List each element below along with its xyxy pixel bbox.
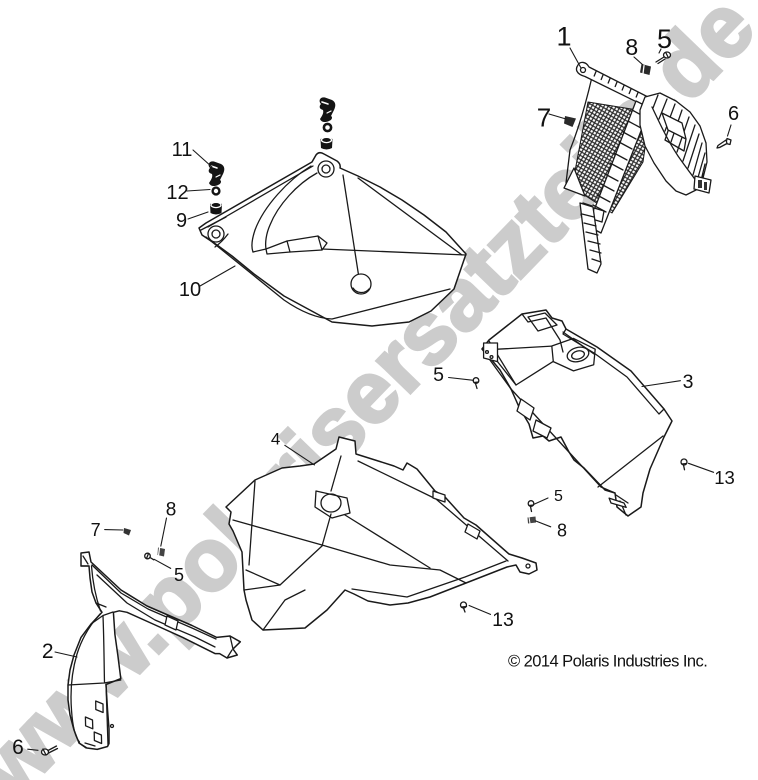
- svg-text:1: 1: [556, 22, 571, 52]
- svg-text:7: 7: [537, 103, 551, 133]
- svg-text:4: 4: [271, 430, 280, 449]
- svg-text:3: 3: [683, 371, 694, 393]
- svg-text:2: 2: [42, 640, 54, 663]
- svg-text:© 2014 Polaris Industries Inc.: © 2014 Polaris Industries Inc.: [508, 653, 707, 671]
- svg-text:5: 5: [657, 24, 672, 54]
- svg-text:8: 8: [557, 521, 567, 541]
- svg-text:5: 5: [554, 488, 563, 505]
- svg-text:8: 8: [625, 34, 638, 60]
- svg-text:13: 13: [492, 609, 514, 631]
- svg-text:10: 10: [179, 279, 201, 301]
- svg-text:5: 5: [433, 364, 444, 386]
- svg-text:13: 13: [714, 467, 735, 488]
- svg-text:6: 6: [728, 103, 739, 125]
- svg-text:8: 8: [166, 500, 177, 521]
- svg-text:9: 9: [176, 210, 187, 232]
- svg-text:6: 6: [12, 736, 24, 759]
- svg-text:5: 5: [174, 565, 184, 585]
- svg-text:12: 12: [166, 182, 188, 204]
- svg-text:11: 11: [172, 139, 193, 161]
- svg-text:7: 7: [91, 520, 101, 540]
